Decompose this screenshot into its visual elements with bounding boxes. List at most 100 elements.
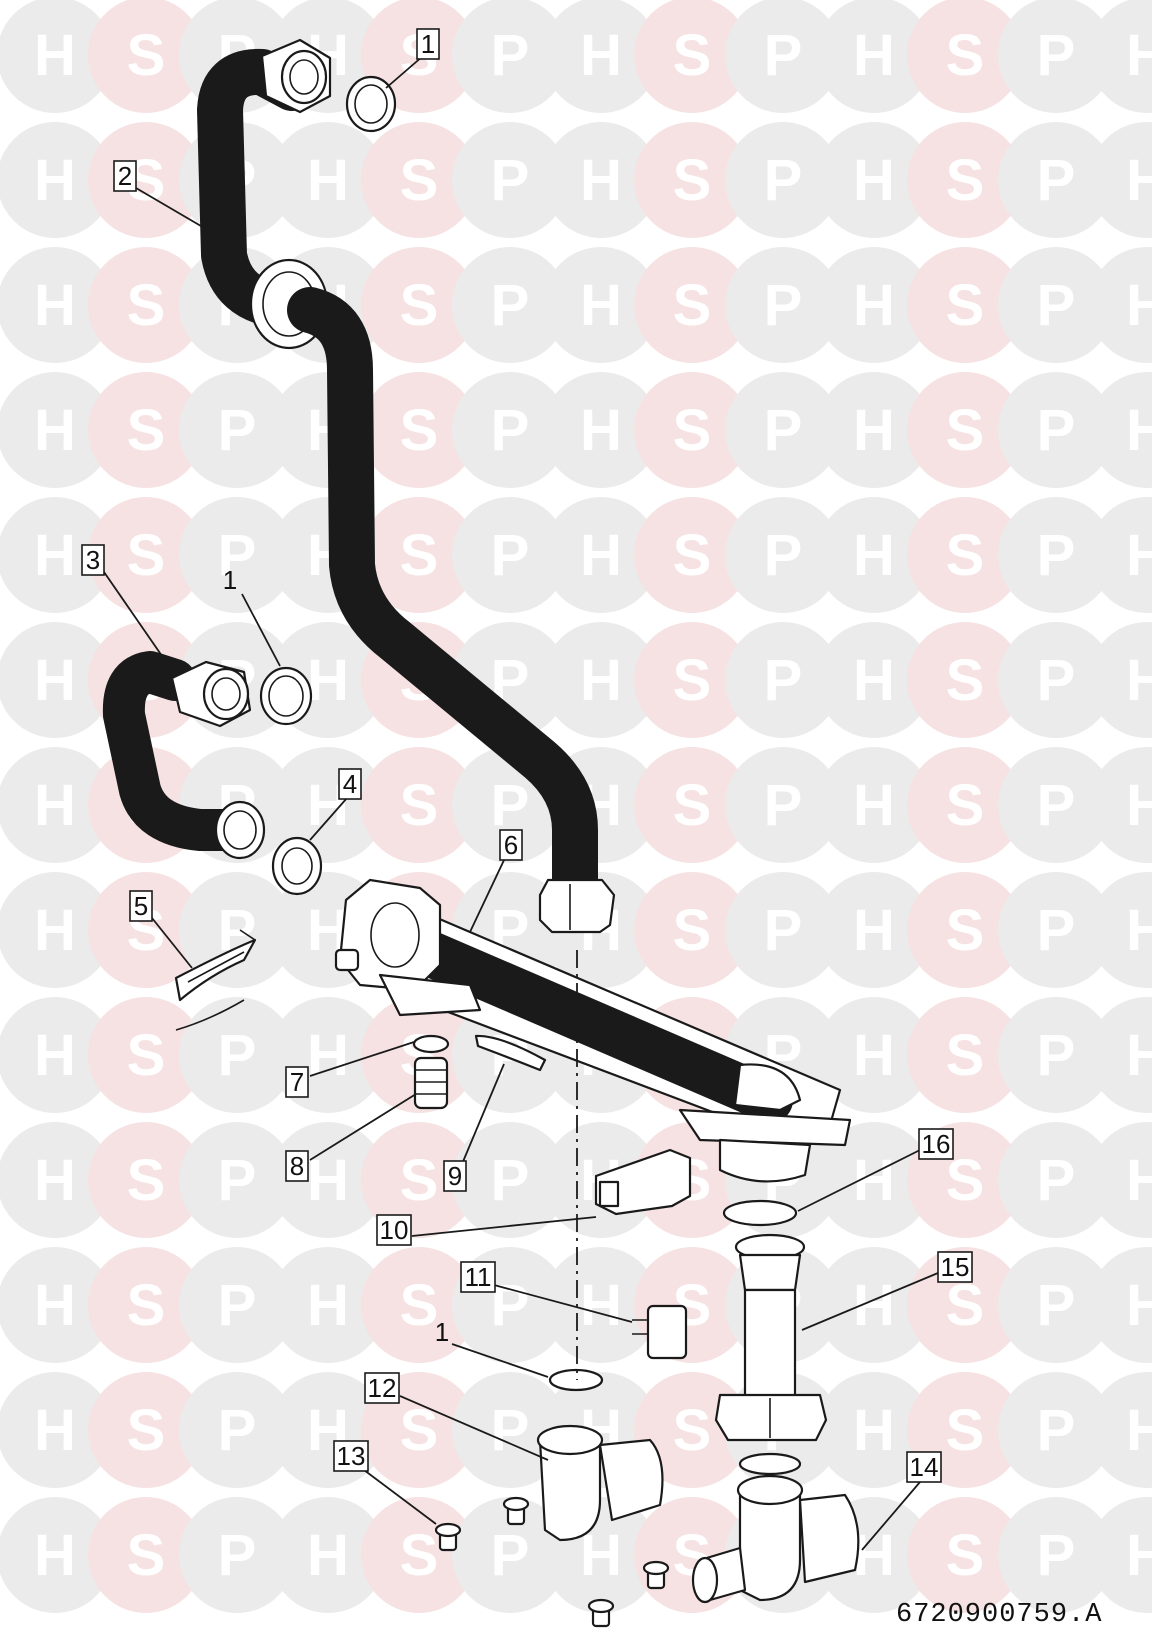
- watermark-circle: [270, 1247, 386, 1363]
- pipe-3: [102, 651, 266, 860]
- watermark-letter: H: [307, 1523, 349, 1588]
- callout-label-7: 7: [290, 1067, 304, 1097]
- watermark-circle: [816, 1372, 932, 1488]
- callout-leader-line: [309, 1041, 415, 1077]
- watermark-letter: S: [400, 523, 439, 588]
- watermark-circle: [907, 122, 1023, 238]
- watermark-circle: [998, 1497, 1114, 1613]
- callout-box: [937, 1251, 973, 1283]
- watermark-circle: [452, 1497, 568, 1613]
- watermark-circle: [725, 247, 841, 363]
- watermark-circle: [1089, 497, 1152, 613]
- watermark-letter: P: [1037, 648, 1076, 713]
- watermark-circle: [88, 497, 204, 613]
- watermark-circle: [0, 1497, 113, 1613]
- pipe-15: [714, 1233, 828, 1442]
- watermark-letter: S: [400, 148, 439, 213]
- watermark-circle: [543, 122, 659, 238]
- watermark-circle: [725, 122, 841, 238]
- watermark-letter: P: [218, 1023, 257, 1088]
- watermark-letter: S: [946, 148, 985, 213]
- watermark-circle: [88, 872, 204, 988]
- watermark-letter: P: [491, 398, 530, 463]
- watermark-circle: [0, 997, 113, 1113]
- callout-leader-line: [309, 1093, 417, 1161]
- watermark-circle: [725, 747, 841, 863]
- watermark-circle: [907, 872, 1023, 988]
- watermark-letter: S: [400, 398, 439, 463]
- watermark-circle: [634, 747, 750, 863]
- watermark-letter: P: [1037, 1398, 1076, 1463]
- watermark-circle: [88, 1247, 204, 1363]
- callout-label-12: 12: [368, 1373, 397, 1403]
- watermark-circle: [634, 872, 750, 988]
- watermark-circle: [907, 0, 1023, 113]
- watermark-circle: [452, 247, 568, 363]
- watermark-letter: P: [1037, 1523, 1076, 1588]
- watermark-letter: H: [1126, 1023, 1152, 1088]
- watermark-letter: H: [853, 1023, 895, 1088]
- watermark-letter: P: [1037, 523, 1076, 588]
- watermark-letter: P: [764, 773, 803, 838]
- watermark-letter: H: [34, 398, 76, 463]
- watermark-circle: [816, 622, 932, 738]
- watermark-circle: [361, 497, 477, 613]
- watermark-letter: P: [1037, 23, 1076, 88]
- watermark-circle: [270, 1497, 386, 1613]
- washer-1-mid: [259, 666, 313, 726]
- callout-label-11: 11: [465, 1262, 492, 1292]
- watermark-letter: S: [400, 1273, 439, 1338]
- callout-label-15: 15: [941, 1252, 970, 1282]
- watermark-circle: [907, 1247, 1023, 1363]
- watermark-letter: H: [34, 1273, 76, 1338]
- watermark-circle: [0, 497, 113, 613]
- watermark-circle: [998, 1372, 1114, 1488]
- watermark-circle: [634, 497, 750, 613]
- washer-14: [738, 1452, 802, 1476]
- watermark-circle: [452, 122, 568, 238]
- watermark-letter: H: [853, 898, 895, 963]
- watermark-letter: H: [853, 398, 895, 463]
- watermark-circle: [88, 1497, 204, 1613]
- watermark-circle: [907, 997, 1023, 1113]
- watermark-letter: P: [491, 1273, 530, 1338]
- washer-1-top: [345, 75, 397, 133]
- watermark-letter: H: [853, 648, 895, 713]
- clip-10: [594, 1148, 692, 1216]
- watermark-letter: P: [491, 148, 530, 213]
- watermark-letter: P: [1037, 148, 1076, 213]
- watermark-letter: P: [218, 1148, 257, 1213]
- callout-leader-line: [363, 1469, 437, 1525]
- watermark-circle: [816, 372, 932, 488]
- watermark-circle: [998, 372, 1114, 488]
- callout-leader-line: [385, 55, 424, 89]
- watermark-circle: [998, 122, 1114, 238]
- watermark-circle: [0, 1247, 113, 1363]
- watermark-circle: [543, 0, 659, 113]
- watermark-letter: H: [1126, 148, 1152, 213]
- watermark-circle: [543, 497, 659, 613]
- watermark-letter: S: [946, 23, 985, 88]
- watermark-letter: H: [1126, 898, 1152, 963]
- callout-label-1: 1: [421, 29, 435, 59]
- callout-leader-line: [151, 917, 193, 969]
- watermark-letter: P: [764, 273, 803, 338]
- watermark-letter: P: [491, 773, 530, 838]
- watermark-circle: [543, 247, 659, 363]
- watermark-letter: P: [491, 1398, 530, 1463]
- watermark-circle: [1089, 122, 1152, 238]
- watermark-letter: P: [218, 398, 257, 463]
- watermark-letter: S: [673, 648, 712, 713]
- callout-box: [364, 1372, 400, 1404]
- watermark-circle: [270, 122, 386, 238]
- watermark-letter: S: [946, 773, 985, 838]
- watermark-circle: [88, 247, 204, 363]
- watermark-letter: H: [580, 148, 622, 213]
- watermark-circle: [88, 1372, 204, 1488]
- callout-label-2: 2: [118, 161, 132, 191]
- watermark-circle: [907, 372, 1023, 488]
- watermark-circle: [1089, 997, 1152, 1113]
- callout-label-4: 4: [343, 769, 357, 799]
- watermark-letter: H: [1126, 273, 1152, 338]
- watermark-letter: H: [34, 273, 76, 338]
